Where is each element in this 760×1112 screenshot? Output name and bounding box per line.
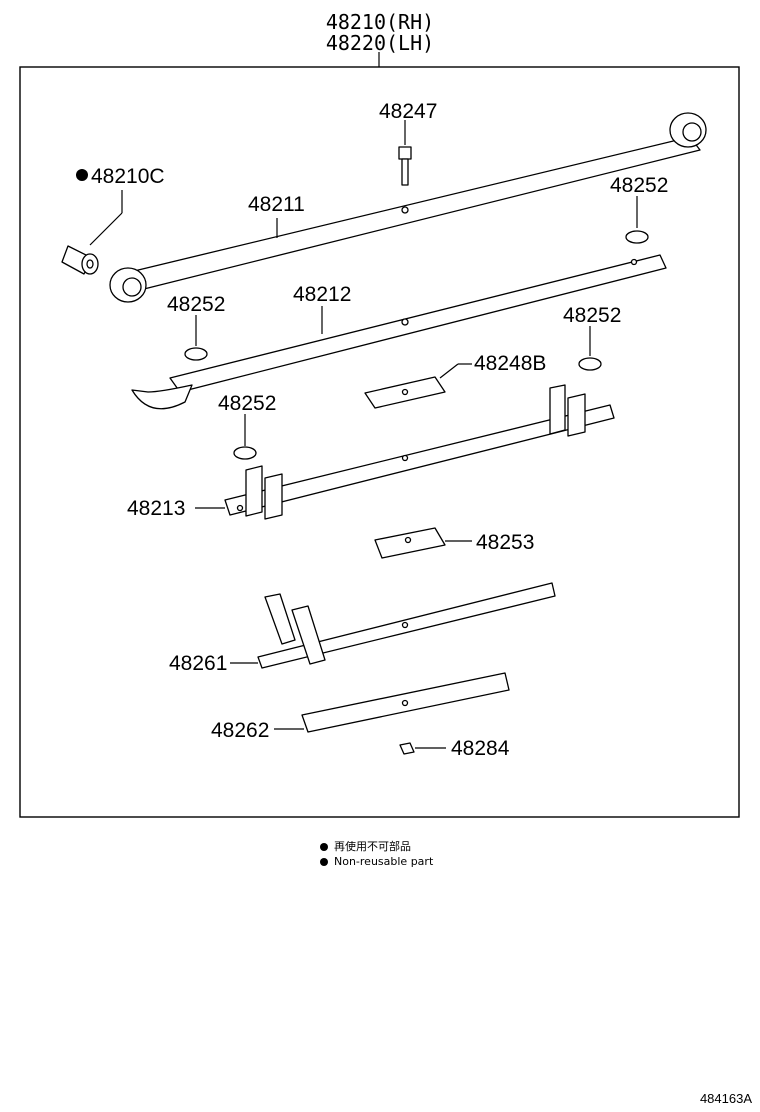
label-48252-d: 48252 <box>218 392 276 415</box>
main-leaf-48211 <box>109 112 707 303</box>
label-48261: 48261 <box>169 652 227 675</box>
second-leaf-48212 <box>131 254 667 410</box>
spacer-48253 <box>374 527 472 559</box>
assembly-number-rh: 48210(RH) <box>325 10 435 34</box>
label-48248b: 48248B <box>474 352 546 375</box>
label-48252-c: 48252 <box>563 304 621 327</box>
diagram-code: 484163A <box>699 1091 752 1106</box>
filled-circle-icon <box>320 843 328 851</box>
label-48212: 48212 <box>293 283 351 306</box>
leaf-48262 <box>274 672 510 733</box>
nut-48284 <box>399 742 446 755</box>
assembly-number-lh: 48220(LH) <box>325 31 435 55</box>
legend-en-text: Non-reusable part <box>334 855 434 868</box>
label-48252-b: 48252 <box>167 293 225 316</box>
label-48262: 48262 <box>211 719 269 742</box>
label-48247: 48247 <box>379 100 437 123</box>
label-48210c: 48210C <box>91 165 165 188</box>
spacer-48248b <box>364 363 472 409</box>
label-48252-a: 48252 <box>610 174 668 197</box>
filled-circle-icon <box>320 858 328 866</box>
label-48253: 48253 <box>476 531 534 554</box>
label-48211: 48211 <box>248 193 305 216</box>
bushing-48210c <box>61 190 123 275</box>
legend-japanese: 再使用不可部品 <box>320 838 411 854</box>
legend-jp-text: 再使用不可部品 <box>334 840 411 853</box>
leaf-48261 <box>230 582 556 669</box>
center-bolt-48247 <box>398 120 412 186</box>
third-leaf-48213 <box>195 384 615 520</box>
pad-48252-c <box>578 326 602 371</box>
legend-english: Non-reusable part <box>320 855 433 868</box>
nonreusable-marker-icon <box>76 169 88 181</box>
pad-48252-b <box>184 315 208 361</box>
label-48284: 48284 <box>451 737 510 760</box>
pad-48252-a <box>625 196 649 244</box>
pad-48252-d <box>233 414 257 460</box>
label-48213: 48213 <box>127 497 185 520</box>
